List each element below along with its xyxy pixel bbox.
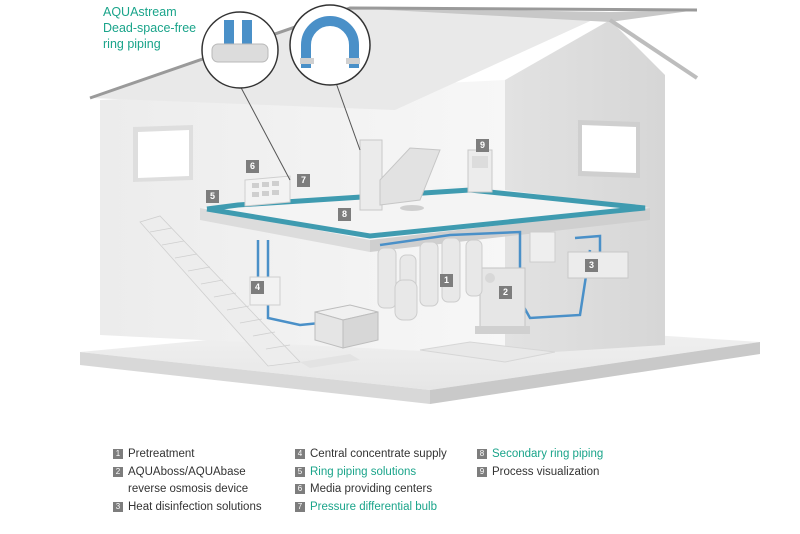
ring-piping-title: AQUAstream Dead-space-free ring piping	[103, 4, 196, 52]
callout-lines	[236, 79, 361, 181]
u-bend-zoom	[289, 4, 371, 86]
concentrate-container	[314, 304, 379, 349]
legend-number: 7	[295, 501, 305, 512]
legend-item-7: 7 Pressure differential bulb	[295, 499, 447, 517]
legend-text: Central concentrate supply	[310, 448, 447, 460]
heat-disinfection-unit	[567, 251, 629, 279]
badge-central-concentrate: 4	[251, 281, 264, 294]
legend-item-2-continued: reverse osmosis device	[113, 481, 262, 499]
legend-number: 5	[295, 466, 305, 477]
title-line-1: AQUAstream	[103, 5, 177, 19]
title-line-2: Dead-space-free	[103, 21, 197, 35]
badge-pressure-bulb: 7	[297, 174, 310, 187]
legend-item-5: 5 Ring piping solutions	[295, 464, 447, 482]
legend-text: reverse osmosis device	[128, 483, 249, 495]
window-right	[578, 120, 640, 178]
legend-item-4: 4 Central concentrate supply	[295, 446, 447, 464]
title-line-3: ring piping	[103, 37, 161, 51]
badge-ring-piping: 5	[206, 190, 219, 203]
legend-number: 4	[295, 449, 305, 459]
legend-text: Ring piping solutions	[310, 465, 417, 478]
legend-text: Heat disinfection solutions	[128, 500, 262, 513]
legend-column-2: 4 Central concentrate supply 5 Ring pipi…	[295, 446, 447, 516]
pipe-junction-zoom	[201, 11, 279, 89]
legend-item-8: 8 Secondary ring piping	[477, 446, 603, 464]
badge-reverse-osmosis: 2	[499, 286, 512, 299]
window-left	[133, 125, 193, 182]
media-providing-center	[244, 175, 291, 207]
building-cutaway-illustration	[80, 4, 760, 404]
legend-text: Secondary ring piping	[492, 448, 604, 460]
legend-text: Pretreatment	[128, 448, 195, 460]
badge-media-center: 6	[246, 160, 259, 173]
ring-piping	[206, 187, 646, 239]
legend-number: 8	[477, 449, 487, 459]
badge-process-visualization: 9	[476, 139, 489, 152]
dialysis-station	[359, 139, 441, 211]
right-wall	[505, 20, 665, 355]
reverse-osmosis-device	[475, 267, 530, 334]
wall-cabinet	[529, 231, 556, 263]
legend-text: Media providing centers	[310, 483, 433, 495]
pretreatment-tanks	[377, 237, 483, 321]
legend-item-9: 9 Process visualization	[477, 464, 603, 482]
legend-text: Pressure differential bulb	[310, 500, 437, 513]
legend-item-2: 2 AQUAboss/AQUAbase	[113, 464, 262, 482]
legend-text: AQUAboss/AQUAbase	[128, 465, 246, 478]
legend-item-3: 3 Heat disinfection solutions	[113, 499, 262, 517]
legend-item-6: 6 Media providing centers	[295, 481, 447, 499]
legend-number: 9	[477, 466, 487, 477]
legend-number: 3	[113, 501, 123, 512]
floor-pad	[300, 354, 360, 368]
badge-pretreatment: 1	[440, 274, 453, 287]
legend-item-1: 1 Pretreatment	[113, 446, 262, 464]
legend-number: 6	[295, 484, 305, 494]
process-visualization-unit	[467, 149, 493, 193]
badge-secondary-ring: 8	[338, 208, 351, 221]
legend-column-1: 1 Pretreatment 2 AQUAboss/AQUAbase rever…	[113, 446, 262, 516]
legend-text: Process visualization	[492, 465, 600, 478]
legend-number: 1	[113, 449, 123, 459]
legend-column-3: 8 Secondary ring piping 9 Process visual…	[477, 446, 603, 481]
floor-pad	[419, 341, 556, 363]
legend-number: 2	[113, 466, 123, 477]
badge-heat-disinfection: 3	[585, 259, 598, 272]
